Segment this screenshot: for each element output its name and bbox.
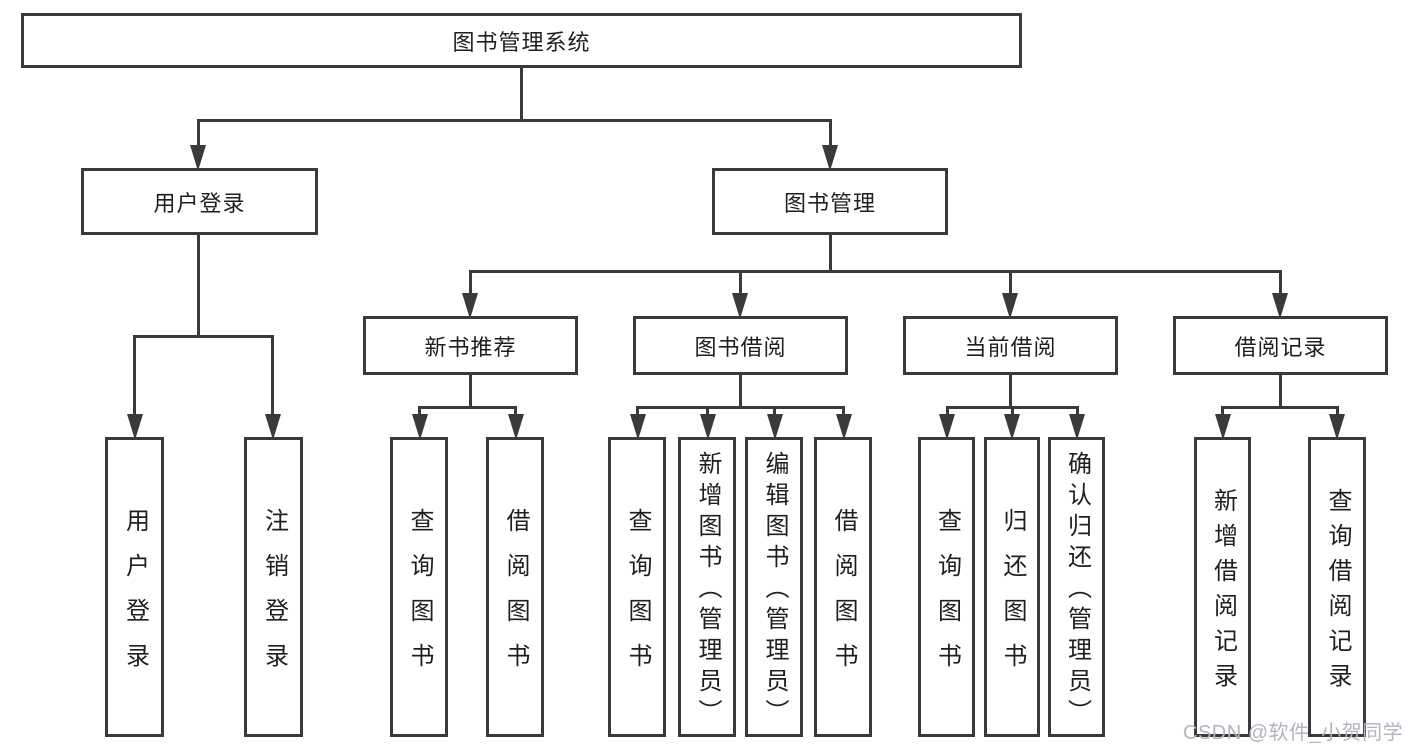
node-label: 查询图书 xyxy=(933,507,961,688)
connector-vertical-line xyxy=(945,407,949,416)
node-label: 查询借阅记录 xyxy=(1324,487,1351,698)
node-label: 图书借阅 xyxy=(694,334,787,360)
connector-horizontal-line xyxy=(636,405,845,409)
arrowhead-down-icon xyxy=(629,414,646,440)
node-current-borrowing: 当前借阅 xyxy=(903,316,1118,375)
node-label: 归还图书 xyxy=(999,507,1026,688)
node-leaf-return-books: 归还图书 xyxy=(984,437,1040,737)
connector-vertical-line xyxy=(271,336,274,416)
connector-horizontal-line xyxy=(196,118,832,122)
node-leaf-query-books-2: 查询图书 xyxy=(608,437,666,737)
connector-horizontal-line xyxy=(418,405,517,409)
connector-vertical-line xyxy=(842,407,845,416)
node-label: 新书推荐 xyxy=(424,334,517,360)
arrowhead-down-icon xyxy=(411,414,428,440)
arrowhead-down-icon xyxy=(732,293,748,319)
connector-horizontal-line xyxy=(468,269,1282,273)
node-label: 查询图书 xyxy=(624,507,651,688)
arrowhead-down-icon xyxy=(462,293,478,319)
node-book-management: 图书管理 xyxy=(712,168,948,235)
node-label: 注销登录 xyxy=(260,507,288,688)
connector-vertical-line xyxy=(636,407,639,416)
node-root-system: 图书管理系统 xyxy=(21,13,1022,68)
arrowhead-down-icon xyxy=(126,414,143,440)
connector-horizontal-line xyxy=(133,334,274,338)
node-leaf-add-book-admin: 新增图书（管理员） xyxy=(678,437,736,737)
csdn-watermark: CSDN @软件_小贺同学 xyxy=(1183,722,1404,744)
connector-horizontal-line xyxy=(1221,405,1339,409)
connector-vertical-line xyxy=(514,407,517,416)
node-new-book-recommend: 新书推荐 xyxy=(363,316,578,375)
arrowhead-down-icon xyxy=(1214,414,1231,440)
node-label: 当前借阅 xyxy=(964,334,1057,360)
node-label: 用户登录 xyxy=(153,190,246,216)
connector-vertical-line xyxy=(196,120,200,150)
arrowhead-down-icon xyxy=(1272,293,1288,319)
arrowhead-down-icon xyxy=(835,414,852,440)
connector-vertical-line xyxy=(468,271,472,296)
node-label: 新增图书（管理员） xyxy=(694,451,721,730)
node-leaf-logout: 注销登录 xyxy=(244,437,303,737)
connector-vertical-line xyxy=(196,234,200,338)
connector-vertical-line xyxy=(1335,407,1339,416)
node-leaf-query-books-1: 查询图书 xyxy=(390,437,448,737)
node-leaf-borrow-books-2: 借阅图书 xyxy=(814,437,872,737)
arrowhead-down-icon xyxy=(1329,414,1345,440)
node-leaf-user-login: 用户登录 xyxy=(105,437,164,737)
connector-vertical-line xyxy=(520,68,523,121)
node-leaf-borrow-books-1: 借阅图书 xyxy=(486,437,544,737)
node-label: 确认归还（管理员） xyxy=(1063,451,1091,730)
arrowhead-down-icon xyxy=(699,414,716,440)
connector-vertical-line xyxy=(1278,374,1282,409)
node-book-borrowing: 图书借阅 xyxy=(633,316,848,375)
connector-vertical-line xyxy=(1221,407,1224,416)
arrowhead-down-icon xyxy=(822,145,838,171)
node-user-login: 用户登录 xyxy=(81,168,318,235)
node-label: 用户登录 xyxy=(121,507,149,688)
connector-vertical-line xyxy=(418,407,421,416)
connector-vertical-line xyxy=(133,336,136,416)
node-borrowing-records: 借阅记录 xyxy=(1173,316,1388,375)
node-leaf-edit-book-admin: 编辑图书（管理员） xyxy=(745,437,803,737)
arrowhead-down-icon xyxy=(1002,293,1018,319)
node-label: 借阅图书 xyxy=(830,507,857,688)
arrowhead-down-icon xyxy=(190,145,206,171)
node-leaf-query-borrow-record: 查询借阅记录 xyxy=(1308,437,1366,737)
connector-vertical-line xyxy=(828,234,832,273)
arrowhead-down-icon xyxy=(939,414,955,440)
node-label: 新增借阅记录 xyxy=(1209,487,1237,698)
node-label: 借阅记录 xyxy=(1234,334,1327,360)
connector-vertical-line xyxy=(738,374,742,409)
connector-vertical-line xyxy=(738,271,742,296)
connector-vertical-line xyxy=(468,374,472,409)
node-leaf-query-books-3: 查询图书 xyxy=(918,437,975,737)
node-label: 借阅图书 xyxy=(502,507,529,688)
arrowhead-down-icon xyxy=(1069,414,1085,440)
connector-vertical-line xyxy=(1010,407,1014,416)
connector-vertical-line xyxy=(1278,271,1282,296)
connector-vertical-line xyxy=(1075,407,1079,416)
connector-vertical-line xyxy=(1008,374,1012,409)
connector-vertical-line xyxy=(706,407,709,416)
node-label: 图书管理 xyxy=(783,190,876,216)
arrowhead-down-icon xyxy=(264,414,281,440)
connector-vertical-line xyxy=(773,407,776,416)
connector-horizontal-line xyxy=(945,405,1079,409)
node-label: 编辑图书（管理员） xyxy=(761,451,788,730)
node-label: 查询图书 xyxy=(406,507,433,688)
connector-vertical-line xyxy=(1008,271,1012,296)
arrowhead-down-icon xyxy=(1004,414,1020,440)
arrowhead-down-icon xyxy=(766,414,783,440)
node-leaf-confirm-return: 确认归还（管理员） xyxy=(1048,437,1105,737)
node-leaf-add-borrow-record: 新增借阅记录 xyxy=(1194,437,1251,737)
arrowhead-down-icon xyxy=(507,414,524,440)
connector-vertical-line xyxy=(828,120,832,150)
node-label: 图书管理系统 xyxy=(452,29,591,55)
